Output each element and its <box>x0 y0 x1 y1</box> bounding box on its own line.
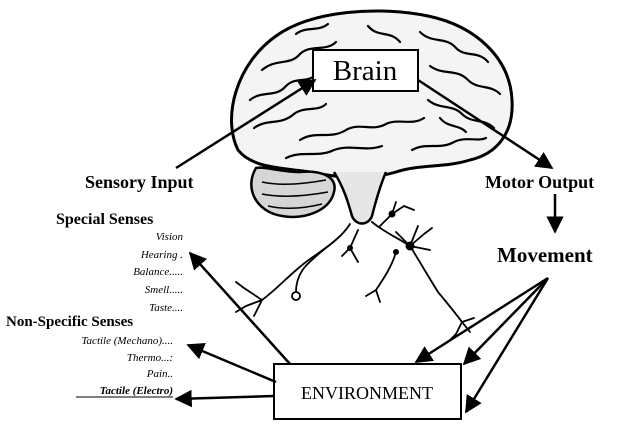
special-senses-heading: Special Senses <box>56 211 153 228</box>
special-sense-item: Smell..... <box>145 284 183 296</box>
cerebellum <box>250 166 336 219</box>
motor-output-arrow <box>417 78 554 170</box>
special-sense-item: Taste.... <box>149 302 183 314</box>
sensory-input-arrow <box>175 78 317 170</box>
brain-label: Brain <box>333 55 398 87</box>
special-sense-item: Balance..... <box>133 266 183 278</box>
brain-illustration <box>230 9 514 225</box>
movement-to-environment-arrow <box>414 276 549 364</box>
neuron-soma <box>393 249 399 255</box>
non-specific-sense-item: Tactile (Electro) <box>100 385 173 397</box>
motor-output-label: Motor Output <box>485 172 594 192</box>
cerebellum-folia <box>261 179 329 209</box>
movement-label: Movement <box>497 243 593 267</box>
environment-to-special-senses-arrow <box>188 251 291 365</box>
neuron-soma <box>347 245 353 251</box>
brain-label-box <box>312 49 419 92</box>
movement-to-environment-arrow <box>464 277 550 414</box>
non-specific-sense-item: Thermo...: <box>127 352 173 364</box>
sensory-input-label: Sensory Input <box>85 172 194 192</box>
neurons <box>235 201 475 341</box>
neuron-soma <box>405 241 415 251</box>
neuron-bodies <box>347 210 415 255</box>
non-specific-sense-item: Pain.. <box>146 368 173 380</box>
environment-label: ENVIRONMENT <box>301 383 433 403</box>
arrows <box>174 78 564 414</box>
neuron-soma <box>388 210 396 218</box>
brain-gyri <box>248 22 502 160</box>
movement-to-environment-arrow <box>462 277 549 366</box>
non-specific-senses-heading: Non-Specific Senses <box>6 314 133 330</box>
non-specific-sense-item: Tactile (Mechano).... <box>81 335 173 347</box>
special-sense-item: Vision <box>156 231 184 243</box>
brainstem <box>332 171 388 225</box>
environment-box <box>273 363 462 420</box>
neuron-terminal <box>291 291 301 301</box>
environment-to-tactile-electro-arrow <box>174 389 275 408</box>
environment-to-thermo-arrow <box>186 343 277 384</box>
brain-outline <box>230 9 514 179</box>
special-sense-item: Hearing . <box>140 249 183 261</box>
